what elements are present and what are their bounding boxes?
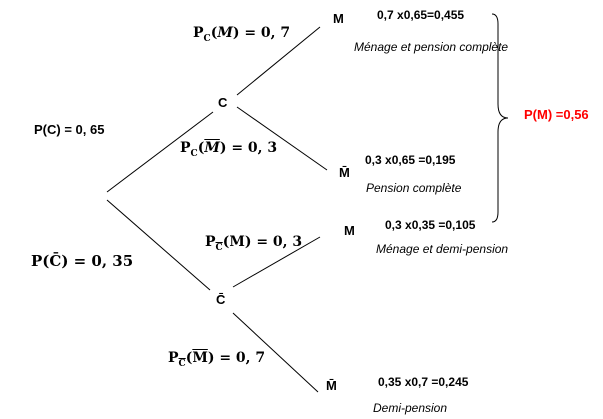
leaf-m-1: M [333, 11, 344, 26]
branch-cbar-to-m [232, 236, 321, 288]
leaf-desc-4: Demi-pension [373, 401, 448, 415]
branch-root-to-c [106, 111, 214, 193]
leaf-mbar-1: M̄ [339, 165, 350, 180]
leaf-calc-4: 0,35 x0,7 =0,245 [378, 375, 469, 389]
prob-m-given-c: PC(M) = 0, 7 [193, 25, 291, 44]
total-prob-m: P(M) =0,56 [524, 107, 589, 122]
leaf-calc-3: 0,3 x0,35 =0,105 [385, 218, 476, 232]
leaf-calc-2: 0,3 x0,65 =0,195 [365, 153, 456, 167]
leaf-calc-1: 0,7 x0,65=0,455 [377, 8, 465, 22]
prob-cbar-label: P(C̄) = 0, 35 [31, 252, 134, 270]
prob-mbar-given-c: PC(M) = 0, 3 [180, 140, 278, 159]
leaf-mbar-2: M̄ [326, 378, 337, 393]
leaf-desc-1: Ménage et pension complète [354, 40, 509, 54]
leaf-desc-2: Pension complète [366, 181, 462, 195]
branch-cbar-to-mbar [232, 312, 319, 393]
node-c: C [218, 95, 228, 110]
leaf-desc-3: Ménage et demi-pension [376, 242, 509, 256]
branch-c-to-m [236, 26, 321, 96]
sum-brace [491, 13, 509, 223]
prob-mbar-given-cbar: PC(M) = 0, 7 [168, 350, 266, 369]
branch-c-to-mbar [236, 106, 328, 171]
node-cbar: C̄ [216, 292, 226, 307]
prob-c-label: P(C) = 0, 65 [34, 122, 105, 137]
branch-root-to-cbar [106, 199, 211, 291]
prob-m-given-cbar: PC(M) = 0, 3 [205, 234, 303, 253]
leaf-m-2: M [344, 223, 355, 238]
